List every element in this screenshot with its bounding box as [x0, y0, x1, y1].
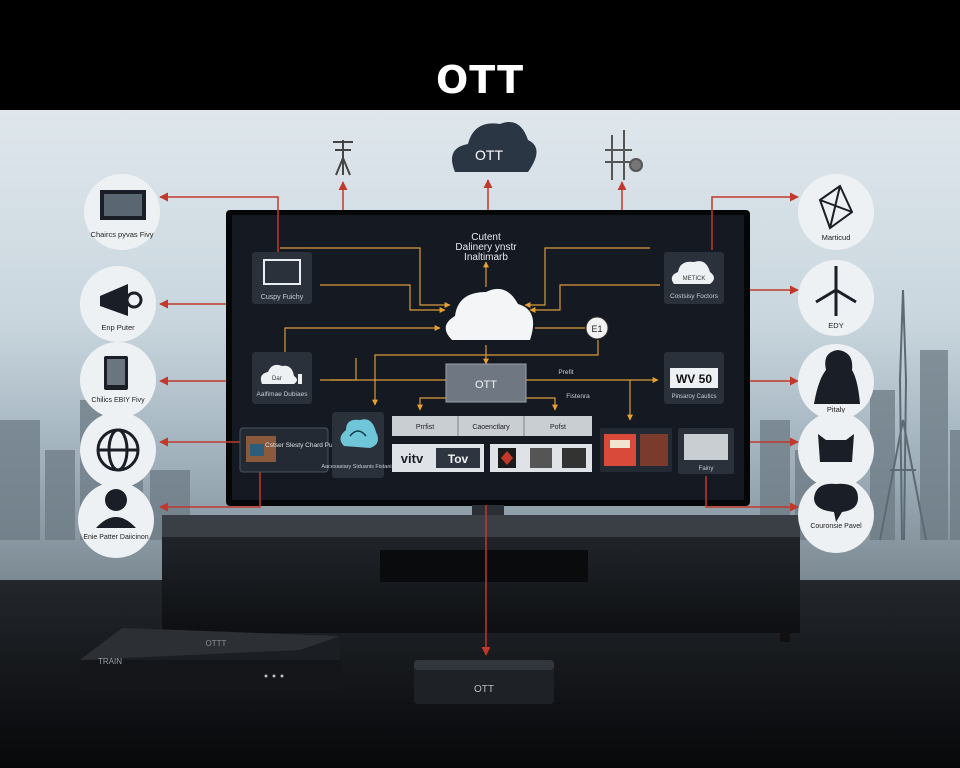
- wind-turbine-icon: [815, 266, 857, 316]
- brand-tov: Tov: [448, 452, 469, 466]
- poster-image: [640, 434, 668, 466]
- svg-text:METICK: METICK: [683, 276, 706, 282]
- top-cloud-label: OTT: [475, 147, 503, 163]
- left-node-5[interactable]: Enie Patter Daiicinon: [78, 482, 154, 558]
- cloud-icon: [671, 261, 714, 284]
- set-top-box-left[interactable]: TRAIN OTTT: [80, 628, 342, 690]
- svg-text:Pinsaroy Cautics: Pinsaroy Cautics: [671, 394, 716, 400]
- panel-posters[interactable]: [600, 428, 672, 472]
- svg-text:Fainy: Fainy: [699, 466, 714, 472]
- svg-text:Aalfimae Dubiaes: Aalfimae Dubiaes: [257, 391, 309, 398]
- tab-caoenctlary: Caoenctlary: [472, 424, 510, 431]
- polyhedron-icon: [818, 184, 854, 230]
- posters-label: Fistenra: [566, 393, 590, 400]
- svg-text:Dalinery ynstr: Dalinery ynstr: [455, 242, 517, 253]
- panel-monitor[interactable]: Cuspy Fuichy: [252, 252, 312, 304]
- prefit-label: Prefit: [558, 369, 573, 376]
- svg-text:Cstser Slesty Chard Pulce: Cstser Slesty Chard Pulce: [265, 442, 341, 449]
- left-node-3[interactable]: Chilics EBIY Fivy: [80, 342, 156, 418]
- tabs-row[interactable]: Prrfist Caoenctlary Pofst: [392, 416, 592, 436]
- brand-tiles[interactable]: vitv Tov: [392, 444, 592, 472]
- speech-bubble-icon: [814, 483, 858, 522]
- left-node-1[interactable]: Chaircs pyvas Fivy: [84, 174, 160, 250]
- svg-text:Dar: Dar: [272, 376, 282, 382]
- central-cloud-icon: [445, 288, 534, 340]
- svg-text:Chilics EBIY Fivy: Chilics EBIY Fivy: [91, 397, 145, 404]
- panel-gray-right[interactable]: Fainy: [678, 428, 734, 474]
- teal-cloud-icon: [340, 419, 378, 448]
- panel-cloud-right[interactable]: METICK Costsisy Foctors: [664, 252, 724, 304]
- tab-pofst: Pofst: [550, 424, 566, 431]
- tower-icon: [879, 289, 927, 541]
- badge-circle: E1: [585, 316, 609, 340]
- svg-text:Costsisy Foctors: Costsisy Foctors: [670, 293, 719, 300]
- right-node-2[interactable]: EDY: [798, 260, 874, 336]
- right-node-3[interactable]: Pitaly: [798, 344, 874, 420]
- panel-ott-box[interactable]: OTT: [445, 363, 527, 403]
- svg-text:Cutent: Cutent: [471, 232, 501, 243]
- cloud-icon: [260, 364, 297, 384]
- mask-icon: [818, 434, 854, 462]
- tab-prrfist: Prrfist: [416, 424, 434, 431]
- right-node-4[interactable]: [798, 412, 874, 488]
- svg-text:Couronsie Pavel: Couronsie Pavel: [810, 523, 862, 530]
- panel-logo-right[interactable]: WV 50 Pinsaroy Cautics: [664, 352, 724, 404]
- svg-text:Marticud: Marticud: [822, 233, 851, 242]
- svg-text:EDY: EDY: [828, 321, 843, 330]
- satellite-icon: [605, 130, 643, 180]
- person-icon: [96, 489, 136, 528]
- left-node-4[interactable]: [80, 412, 156, 488]
- panel-teal-cloud[interactable]: Aacesasiary Siduanis Fistanin: [321, 412, 395, 478]
- megaphone-icon: [100, 284, 128, 316]
- svg-text:Pitaly: Pitaly: [827, 405, 846, 414]
- panel-cloud-left[interactable]: Dar Aalfimae Dubiaes: [252, 352, 312, 404]
- monitor-icon: [263, 259, 301, 285]
- left-node-2[interactable]: Enp Puter: [80, 266, 156, 342]
- antenna-tower-icon: [333, 140, 353, 176]
- right-node-1[interactable]: Marticud: [798, 174, 874, 250]
- brand-vitv: vitv: [401, 451, 424, 466]
- right-node-5[interactable]: Couronsie Pavel: [798, 477, 874, 553]
- screen-headline: Cutent Dalinery ynstr Inaltimarb: [455, 232, 517, 263]
- silhouette-icon: [814, 350, 860, 404]
- svg-text:OTT: OTT: [475, 379, 497, 391]
- svg-text:TRAIN: TRAIN: [98, 657, 122, 666]
- top-ott-cloud: OTT: [451, 122, 537, 172]
- globe-icon: [96, 428, 140, 472]
- svg-text:Enie Patter Daiicinon: Enie Patter Daiicinon: [83, 534, 148, 541]
- logo-text: WV 50: [676, 372, 712, 386]
- svg-text:Chaircs pyvas Fivy: Chaircs pyvas Fivy: [91, 230, 154, 239]
- svg-text:Inaltimarb: Inaltimarb: [464, 252, 508, 263]
- panel-thumbnail-left[interactable]: Cstser Slesty Chard Pulce: [239, 427, 341, 473]
- poster-image: [604, 434, 636, 466]
- svg-text:Enp Puter: Enp Puter: [101, 323, 135, 332]
- page-title: OTT: [435, 58, 525, 102]
- svg-text:OTT: OTT: [474, 684, 494, 695]
- set-top-box-right[interactable]: OTT: [414, 660, 554, 704]
- screen-flow-lines: [280, 247, 660, 421]
- svg-text:OTTT: OTTT: [206, 639, 227, 648]
- svg-text:Aacesasiary Siduanis Fistanin: Aacesasiary Siduanis Fistanin: [321, 464, 394, 470]
- title-bar: OTT: [0, 0, 960, 110]
- svg-text:E1: E1: [591, 324, 602, 334]
- svg-text:Cuspy Fuichy: Cuspy Fuichy: [261, 294, 304, 301]
